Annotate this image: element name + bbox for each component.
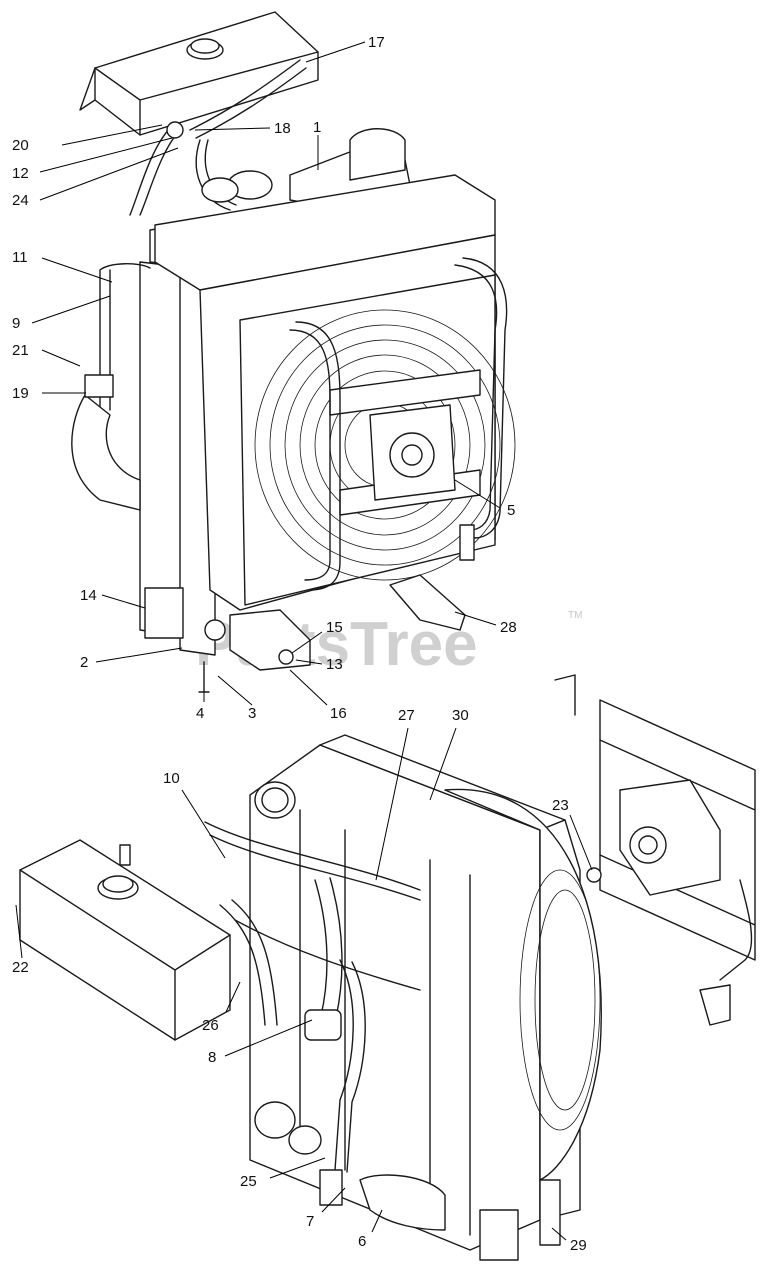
callout-17: 17 <box>368 34 385 51</box>
upper-radiator-assembly <box>71 11 516 693</box>
callout-27: 27 <box>398 707 415 724</box>
callout-26: 26 <box>202 1017 219 1034</box>
watermark-trademark: TM <box>568 610 582 621</box>
callout-6: 6 <box>358 1233 366 1250</box>
leader-lines <box>15 41 593 1241</box>
callout-1: 1 <box>313 119 321 136</box>
callout-20: 20 <box>12 137 29 154</box>
callout-22: 22 <box>12 959 29 976</box>
callout-24: 24 <box>12 192 29 209</box>
callout-10: 10 <box>163 770 180 787</box>
callout-11: 11 <box>12 249 28 266</box>
callout-3: 3 <box>248 705 256 722</box>
callout-13: 13 <box>326 656 343 673</box>
callout-5: 5 <box>507 502 515 519</box>
callout-labels: 17 20 18 12 24 1 11 9 21 19 5 14 28 15 2… <box>12 34 587 1254</box>
callout-12: 12 <box>12 165 29 182</box>
callout-2: 2 <box>80 654 88 671</box>
callout-18: 18 <box>274 120 291 137</box>
lower-radiator-assembly <box>19 674 756 1261</box>
callout-23: 23 <box>552 797 569 814</box>
callout-21: 21 <box>12 342 29 359</box>
callout-7: 7 <box>306 1213 314 1230</box>
overflow-tank-lower <box>19 839 231 1041</box>
callout-28: 28 <box>500 619 517 636</box>
callout-14: 14 <box>80 587 97 604</box>
callout-29: 29 <box>570 1237 587 1254</box>
callout-25: 25 <box>240 1173 257 1190</box>
callout-9: 9 <box>12 315 20 332</box>
callout-30: 30 <box>452 707 469 724</box>
overflow-tank-upper <box>79 11 319 136</box>
callout-8: 8 <box>208 1049 216 1066</box>
callout-15: 15 <box>326 619 343 636</box>
callout-4: 4 <box>196 705 204 722</box>
callout-16: 16 <box>330 705 347 722</box>
callout-19: 19 <box>12 385 29 402</box>
